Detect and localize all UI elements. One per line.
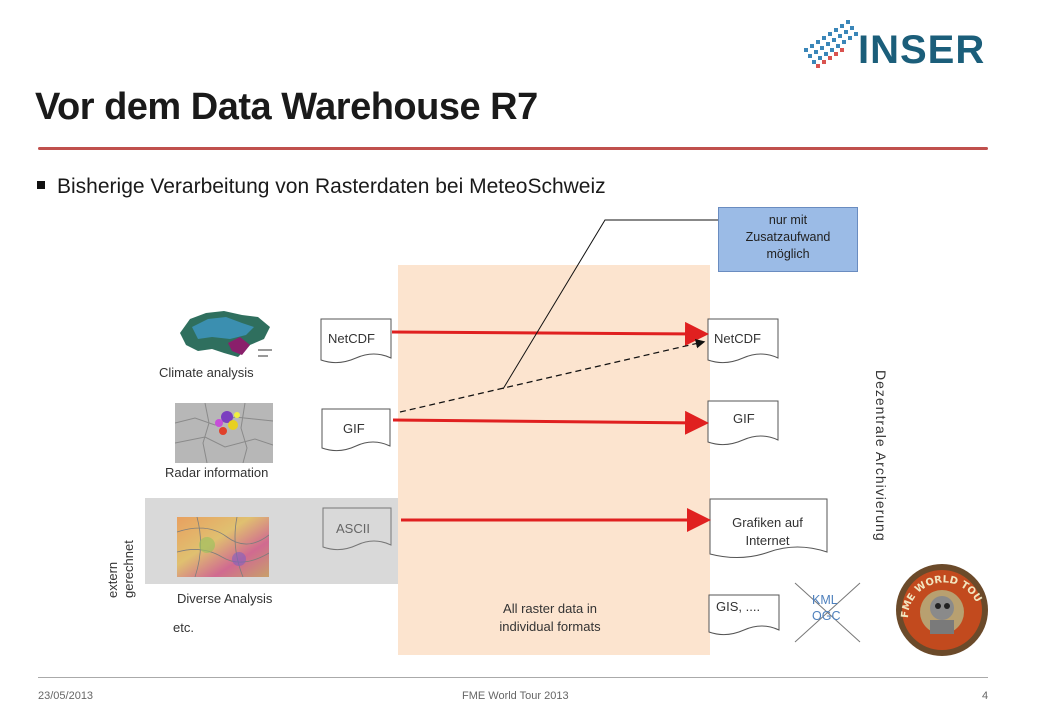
- logo-text: INSER: [858, 28, 986, 72]
- panel-text: All raster data in individual formats: [460, 600, 640, 636]
- dezentrale-archivierung-label: Dezentrale Archivierung: [873, 370, 889, 542]
- gis-output-doc: [708, 594, 780, 636]
- grafiken-line1: Grafiken auf: [732, 515, 803, 530]
- diverse-caption: Diverse Analysis: [177, 591, 273, 606]
- panel-text-line1: All raster data in: [503, 601, 597, 616]
- etc-caption: etc.: [173, 620, 194, 635]
- footer-page-number: 4: [982, 690, 989, 702]
- bullet-icon: [37, 181, 45, 189]
- kml-line2: OGC: [812, 609, 841, 623]
- kml-line1: KML: [812, 593, 838, 607]
- netcdf-source-label: NetCDF: [328, 331, 375, 346]
- gif-source-label: GIF: [343, 421, 365, 436]
- grafiken-line2: Internet: [745, 533, 790, 548]
- grafiken-output-doc: [709, 498, 828, 558]
- fme-world-tour-badge-icon: FME WORLD TOUR 2013: [892, 560, 988, 656]
- gif-source-doc: [321, 408, 391, 452]
- netcdf-output-label: NetCDF: [714, 331, 761, 346]
- footer-event: FME World Tour 2013: [462, 690, 569, 702]
- note-line1: nur mit: [768, 213, 808, 227]
- netcdf-source-doc: [320, 318, 392, 364]
- note-box: nur mit Zusatzaufwand möglich: [718, 207, 858, 272]
- ascii-source-label: ASCII: [336, 521, 370, 536]
- gif-output-label: GIF: [733, 411, 755, 426]
- gif-to-netcdf-dashed-arrow: [399, 338, 706, 413]
- note-line2: Zusatzaufwand: [745, 230, 831, 244]
- kml-ogc-label: KML OGC: [812, 592, 840, 624]
- netcdf-arrow: [391, 321, 709, 346]
- inser-logo-icon: [804, 20, 858, 68]
- note-callout-line: [502, 219, 718, 390]
- ascii-source-doc: [322, 507, 392, 551]
- title-underline: [38, 147, 988, 150]
- bullet-text: Bisherige Verarbeitung von Rasterdaten b…: [57, 175, 606, 198]
- gif-output-doc: [707, 400, 779, 446]
- climate-caption: Climate analysis: [159, 365, 254, 380]
- panel-text-line2: individual formats: [499, 619, 601, 634]
- note-line3: möglich: [766, 247, 810, 261]
- raster-data-panel: [398, 265, 710, 655]
- grafiken-output-label: Grafiken auf Internet: [720, 514, 815, 550]
- radar-caption: Radar information: [165, 465, 269, 480]
- radar-map-image: [175, 403, 273, 463]
- footer-date: 23/05/2013: [38, 690, 94, 702]
- climate-map-image: [180, 311, 272, 357]
- gis-output-label: GIS, ....: [716, 599, 761, 614]
- diverse-map-image: [177, 517, 269, 577]
- footer-divider: [38, 677, 988, 678]
- page-title: Vor dem Data Warehouse R7: [35, 86, 538, 128]
- kml-cross-line-2: [794, 582, 861, 643]
- netcdf-output-doc: [707, 318, 779, 364]
- gif-arrow: [392, 410, 709, 435]
